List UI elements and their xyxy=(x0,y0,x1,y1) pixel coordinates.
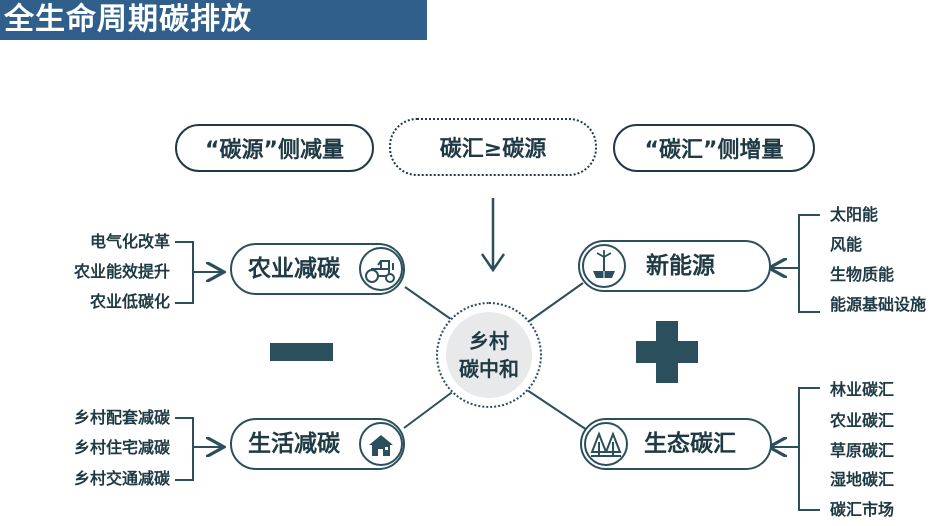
list-item: 风能 xyxy=(830,235,863,254)
list-item: 碳汇市场 xyxy=(830,500,895,519)
carbon-source-reduction-label: “碳源”侧减量 xyxy=(205,138,344,163)
list-item: 林业碳汇 xyxy=(830,380,895,399)
life-carbon-node: 生活减碳 xyxy=(230,418,405,470)
agri-carbon-node: 农业减碳 xyxy=(230,243,405,295)
bracket-life xyxy=(175,417,194,481)
sink-vs-source-label: 碳汇≥碳源 xyxy=(439,137,547,162)
new-energy-label: 新能源 xyxy=(646,253,715,279)
life-carbon-label: 生活减碳 xyxy=(248,431,340,457)
title-bar: 全生命周期碳排放 xyxy=(0,0,427,40)
list-item: 乡村配套减碳 xyxy=(73,408,170,427)
list-item: 乡村住宅减碳 xyxy=(73,438,170,457)
rural-carbon-neutral-center: 乡村 碳中和 xyxy=(436,302,542,408)
new-energy-node: 新能源 xyxy=(578,240,771,292)
sink-vs-source-pill: 碳汇≥碳源 xyxy=(389,118,597,176)
eco-sink-node: 生态碳汇 xyxy=(580,418,772,470)
minus-sign xyxy=(270,343,333,361)
carbon-sink-increase-label: “碳汇”侧增量 xyxy=(644,138,784,163)
house-icon xyxy=(359,422,403,466)
list-item: 能源基础设施 xyxy=(830,295,927,314)
page-title: 全生命周期碳排放 xyxy=(4,2,252,37)
agri-carbon-label: 农业减碳 xyxy=(248,256,340,282)
center-line-2: 碳中和 xyxy=(459,357,519,381)
down-arrow-head xyxy=(480,253,506,273)
list-item: 乡村交通减碳 xyxy=(73,469,170,488)
line-life-center xyxy=(403,389,456,429)
list-item: 农业能效提升 xyxy=(73,262,170,281)
list-item: 草原碳汇 xyxy=(830,441,895,460)
tractor-icon xyxy=(359,247,403,291)
line-energy-center xyxy=(527,282,584,323)
list-item: 电气化改革 xyxy=(89,232,170,251)
forest-icon xyxy=(584,422,628,466)
carbon-sink-increase-pill: “碳汇”侧增量 xyxy=(613,124,815,172)
bracket-energy xyxy=(798,214,820,313)
list-item: 生物质能 xyxy=(830,265,895,284)
bracket-agri xyxy=(175,241,194,304)
carbon-source-reduction-pill: “碳源”侧减量 xyxy=(175,124,374,172)
list-item: 农业低碳化 xyxy=(89,292,170,311)
eco-sink-label: 生态碳汇 xyxy=(644,431,736,457)
center-fill: 乡村 碳中和 xyxy=(446,312,532,398)
line-agri-center xyxy=(404,286,456,323)
list-item: 农业碳汇 xyxy=(830,411,895,430)
bracket-eco xyxy=(798,387,820,511)
wind-solar-icon xyxy=(582,244,626,288)
list-item: 湿地碳汇 xyxy=(830,470,895,489)
center-line-1: 乡村 xyxy=(469,329,509,353)
list-item: 太阳能 xyxy=(830,205,879,224)
line-eco-center xyxy=(526,389,588,431)
